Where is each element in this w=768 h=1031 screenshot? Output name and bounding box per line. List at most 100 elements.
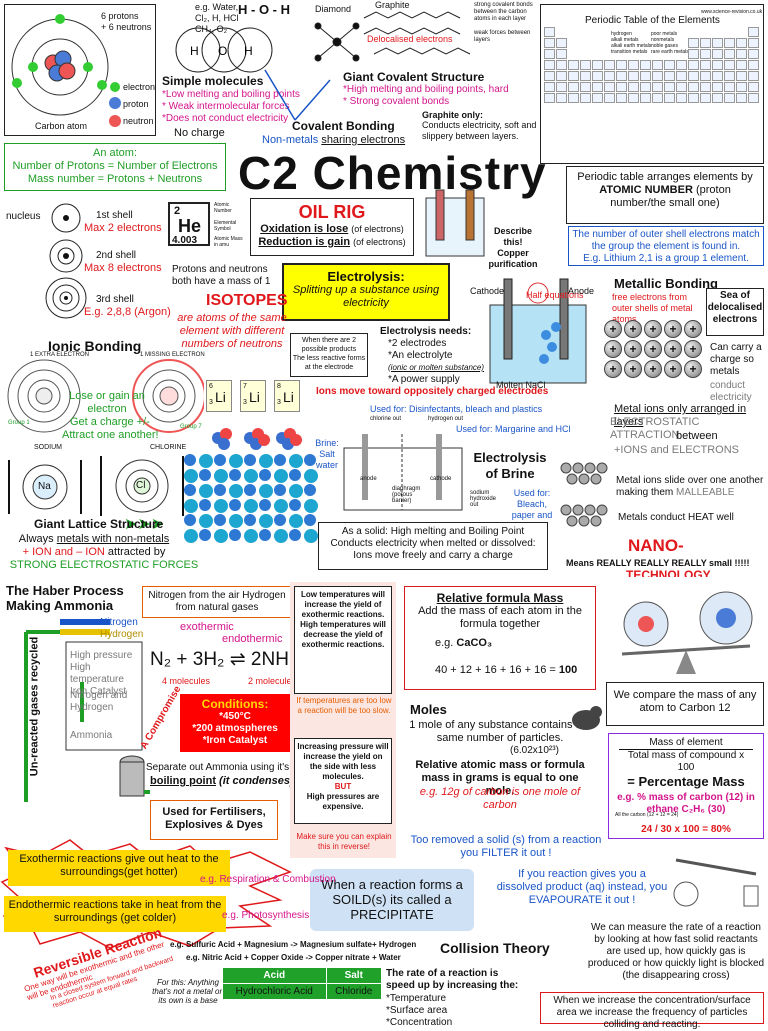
used-for-box: Used for Fertilisers, Explosives & Dyes (150, 800, 278, 840)
haber-source: Nitrogen from the air Hydrogen from natu… (148, 590, 286, 613)
brine-naoh: sodium hydroxide out (470, 490, 497, 508)
collision-measure: We can measure the rate of a reaction by… (587, 922, 765, 981)
need-item: *An electrolyte (388, 350, 453, 361)
acid-salt-table: Acid Salt Hydrochloric Acid Chloride (222, 967, 382, 1000)
two-products-text: When there are 2 possible products (301, 337, 357, 353)
element-cell (700, 38, 711, 48)
helium-lbl-mass: Atomic Mass in amu (214, 236, 243, 248)
element-cell (664, 93, 675, 103)
giant-lattice-desc: Always metals with non-metals (4, 533, 184, 546)
protons-neutrons-mass: Protons and neutrons both have a mass of… (172, 264, 271, 287)
collision-factors: *Temperature *Surface area *Concentratio… (386, 993, 452, 1029)
heat-label: Metals conduct HEAT well (618, 512, 734, 523)
chlorine-label: CHLORINE (150, 444, 187, 451)
lattice-ion (304, 514, 316, 526)
lattice-ion (259, 484, 273, 498)
element-cell (628, 82, 639, 92)
element-cell (580, 93, 591, 103)
li8-symbol: Li (283, 389, 294, 405)
element-cell (556, 82, 567, 92)
element-cell (748, 27, 759, 37)
lattice-ion (214, 514, 226, 526)
lattice-ion (199, 469, 211, 481)
lattice-ion (244, 469, 258, 483)
arranges-label: Periodic table arranges elements by (577, 171, 753, 183)
element-cell (748, 49, 759, 59)
element-cell (604, 82, 615, 92)
collision-title: Collision Theory (440, 940, 550, 956)
li8-tile: 8 3 Li (274, 380, 300, 412)
lattice-ion (229, 499, 241, 511)
isotopes-def: are atoms of the same element with diffe… (177, 312, 287, 350)
protons-label: 6 protons (101, 11, 139, 21)
element-cell (748, 93, 759, 103)
metal-ion: + (664, 360, 682, 378)
page-title: C2 Chemistry (238, 147, 547, 199)
li6-symbol: Li (215, 389, 226, 405)
giant-covalent-point: * Strong covalent bonds (343, 96, 450, 107)
lattice-ion (289, 469, 301, 481)
helium-symbol: He (178, 216, 202, 236)
solid-note: As a solid: High melting and Boiling Poi… (330, 526, 536, 561)
balance-scale-icon (621, 591, 753, 674)
lattice-ion (214, 529, 228, 543)
high-temp: High temperatures will decrease the yiel… (300, 620, 386, 649)
condition-item: *200 atmospheres (192, 723, 278, 734)
li8-mass: 8 (277, 383, 281, 390)
lattice-ion (304, 529, 318, 543)
element-cell (544, 60, 555, 70)
metal-ion: + (604, 340, 622, 358)
isotopes-title: ISOTOPES (206, 292, 288, 309)
missing-electron-label: 1 MISSING ELECTRON (140, 352, 205, 358)
distillation-icon (673, 858, 759, 907)
metal-ion: + (664, 320, 682, 338)
periodic-url: www.science-revision.co.uk (701, 9, 763, 15)
element-cell (676, 60, 687, 70)
shell2-max: Max 8 electrons (84, 262, 162, 274)
lattice-ion (229, 484, 243, 498)
half-equations-label: Half equations (526, 290, 584, 300)
equation-reactants: N₂ + 3H₂ (150, 649, 225, 670)
nucleus-label: nucleus (6, 211, 41, 222)
condenses-label: (it condenses) (219, 775, 294, 787)
recycled-label: Un-reacted gases recycled (28, 636, 41, 777)
element-cell (628, 93, 639, 103)
ionic-title: Ionic Bonding (48, 338, 142, 354)
low-temp: Low temperatures will increase the yield… (300, 590, 386, 619)
lattice-ion (274, 484, 286, 496)
metal-ion: + (684, 320, 702, 338)
element-cell (616, 60, 627, 70)
two-products-box: When there are 2 possible products The l… (290, 333, 368, 377)
atom-definition-box: An atom: Number of Protons = Number of E… (4, 143, 226, 191)
metal-ion-grid: +++++++++++++++ (604, 320, 702, 378)
collision-factor: *Concentration (386, 1017, 453, 1028)
extra-electron-label: 1 EXTRA ELECTRON (30, 352, 90, 358)
shell3-label: 3rd shell (96, 294, 134, 305)
carbon-atom-diagram: 6 protons + 6 neutrons Carbon atom elect… (4, 4, 156, 136)
lattice-ion (274, 454, 286, 466)
rfm-box: Relative formula Mass Add the mass of ea… (404, 586, 596, 690)
oxidation-label: Oxidation is lose (260, 223, 349, 235)
brine-cl-gas: chlorine out (370, 416, 402, 422)
shell2-label: 2nd shell (96, 250, 137, 261)
lattice-ion (214, 454, 226, 466)
endo-text: Endothermic reactions take in heat from … (8, 899, 222, 924)
outer-shell-box: The number of outer shell electrons matc… (568, 226, 764, 266)
between-label: between (676, 430, 718, 442)
element-cell (712, 82, 723, 92)
element-grid (544, 27, 759, 103)
periodic-title: Periodic Table of the Elements (585, 15, 720, 26)
element-cell (544, 27, 555, 37)
element-cell (724, 82, 735, 92)
needs-title: Electrolysis needs: (380, 326, 472, 337)
mix-label: Nitrogen and Hydrogen (70, 690, 128, 713)
cl-ion-icon (115, 459, 169, 513)
element-cell (676, 82, 687, 92)
element-cell (544, 38, 555, 48)
shells-icon (45, 203, 87, 319)
element-cell (628, 71, 639, 81)
periodic-table: Periodic Table of the Elements www.scien… (540, 4, 764, 164)
element-cell (640, 60, 651, 70)
less-reactive-text: The less reactive forms at the electrode (292, 355, 366, 371)
condition-item: *Iron Catalyst (202, 735, 268, 746)
